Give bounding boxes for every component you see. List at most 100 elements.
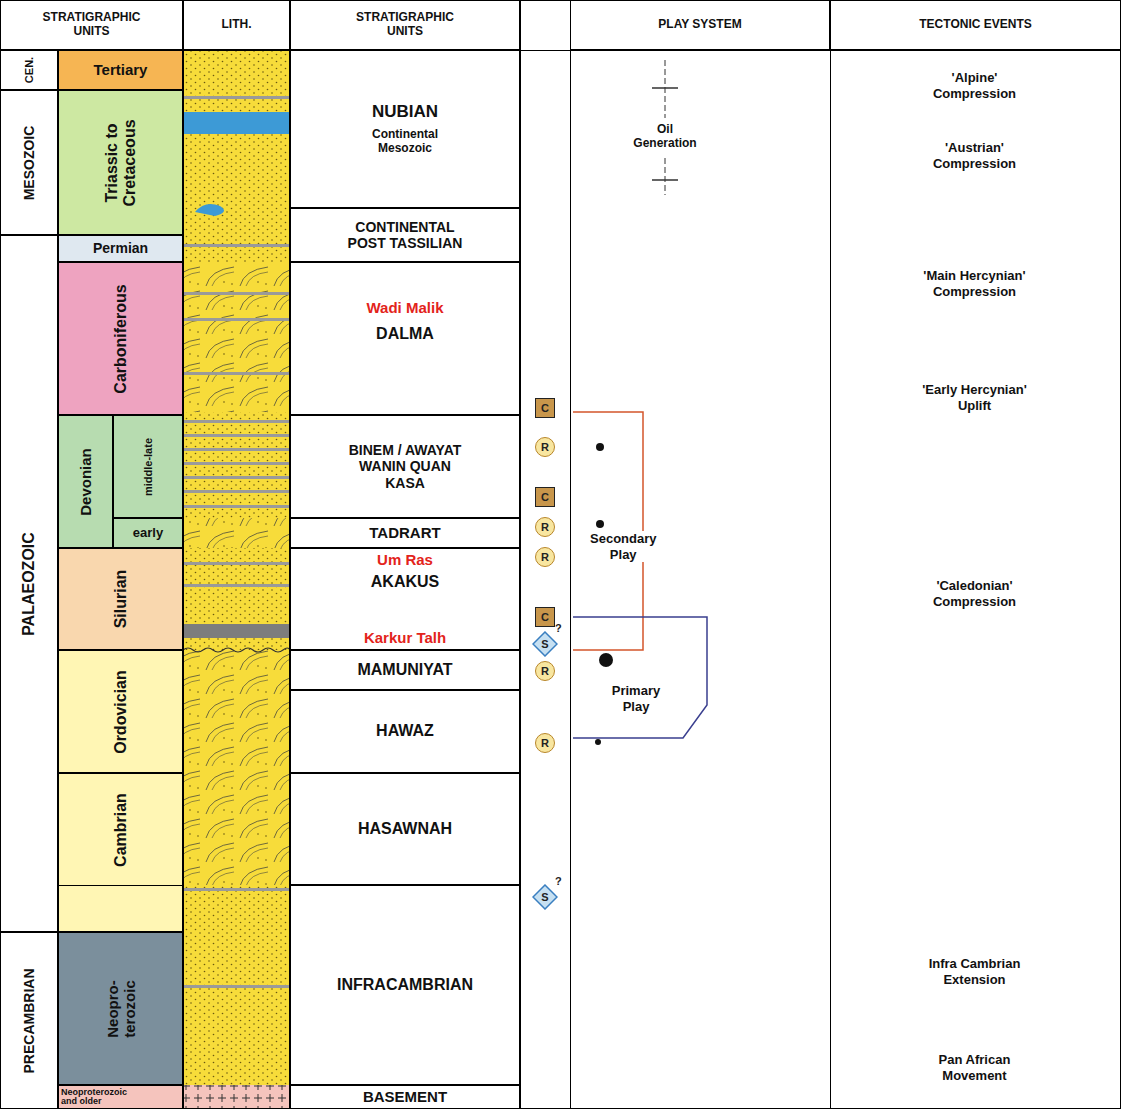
header-cell: STRATIGRAPHIC UNITS (0, 0, 183, 50)
lithology-column (183, 50, 290, 1109)
tectonic-event: 'Early Hercynian' Uplift (912, 382, 1037, 413)
unit-label: BINEM / AWAYAT WANIN QUAN KASA (347, 442, 463, 490)
primary-play-bracket (573, 617, 707, 738)
red-field-name: Wadi Malik (291, 299, 519, 316)
formation-box: CONTINENTAL POST TASSILIAN (290, 208, 520, 262)
unit-label: HASAWNAH (358, 820, 452, 838)
reservoir-symbol: R (535, 517, 555, 537)
formation-box: INFRACAMBRIAN (290, 885, 520, 1085)
cap-rock-symbol: C (535, 607, 555, 627)
oil-generation-label: Oil Generation (625, 122, 705, 151)
symbol-letter: C (536, 491, 554, 504)
reservoir-symbol: R (535, 437, 555, 457)
unit-label: Tertiary (94, 61, 148, 78)
formation-box: TADRART (290, 518, 520, 548)
unit-label: BASEMENT (363, 1088, 447, 1105)
formation-box: HAWAZ (290, 690, 520, 773)
era-band: PALAEOZOIC (0, 235, 58, 932)
period-band: early (113, 518, 183, 548)
unit-label: PLAY SYSTEM (658, 18, 741, 32)
play-label: Primary Play (601, 683, 671, 714)
red-field-name: Karkur Talh (291, 629, 519, 646)
header-cell: PLAY SYSTEM (570, 0, 830, 50)
unit-label: TECTONIC EVENTS (919, 18, 1031, 32)
formation-box: Um RasAKAKUS Karkur Talh (290, 548, 520, 650)
period-band: Silurian (58, 548, 183, 650)
symbol-letter: R (536, 737, 554, 750)
symbol-letter: S (532, 638, 558, 651)
period-band: Neoproterozoic and older (58, 1085, 183, 1109)
formation-box: BINEM / AWAYAT WANIN QUAN KASA (290, 415, 520, 518)
unit-label: NUBIAN (372, 102, 438, 122)
rotated-label: PRECAMBRIAN (21, 935, 37, 1106)
reservoir-symbol: R (535, 547, 555, 567)
unit-label: AKAKUS (291, 573, 519, 591)
unit-label: early (133, 526, 163, 541)
period-band: Cambrian (58, 773, 183, 886)
rotated-label: Neopro- terozoic (103, 980, 138, 1038)
rotated-label: Cambrian (111, 776, 129, 883)
formation-box: HASAWNAH (290, 773, 520, 885)
symbol-letter: C (536, 611, 554, 624)
header-cell: LITH. (183, 0, 290, 50)
unit-label: TADRART (369, 524, 440, 541)
rotated-label: Devonian (77, 418, 94, 545)
unit-label: CONTINENTAL POST TASSILIAN (343, 219, 468, 251)
formation-box: BASEMENT (290, 1085, 520, 1109)
unit-label: MAMUNIYAT (357, 661, 452, 679)
era-band: PRECAMBRIAN (0, 932, 58, 1109)
rotated-label: Triassic to Cretaceous (102, 119, 139, 206)
unit-label: STRATIGRAPHIC UNITS (32, 11, 152, 39)
oil-show-dots (595, 443, 613, 745)
period-band: Triassic to Cretaceous (58, 90, 183, 235)
symbol-letter: R (536, 441, 554, 454)
source-rock-symbol: S? (532, 884, 558, 910)
question-mark: ? (555, 875, 562, 888)
era-band: CEN. (0, 50, 58, 90)
formation-box: Wadi MalikDALMA (290, 262, 520, 415)
rotated-label: Silurian (111, 551, 129, 647)
period-band: Ordovician (58, 650, 183, 773)
tectonic-event: 'Main Hercynian' Compression (912, 268, 1037, 299)
unit-label: Neoproterozoic and older (61, 1088, 141, 1107)
reservoir-symbol: R (535, 733, 555, 753)
tectonic-event: Pan African Movement (912, 1052, 1037, 1083)
tectonic-event: Infra Cambrian Extension (912, 956, 1037, 987)
tectonic-event: 'Austrian' Compression (912, 140, 1037, 171)
rotated-label: Carboniferous (111, 265, 129, 412)
tectonic-event: 'Alpine' Compression (912, 70, 1037, 101)
unit-label: Continental Mesozoic (372, 128, 438, 156)
formation-box: NUBIAN Continental Mesozoic (290, 50, 520, 208)
symbol-letter: R (536, 665, 554, 678)
red-field-name: Um Ras (291, 551, 519, 568)
symbol-letter: R (536, 551, 554, 564)
unit-label: STRATIGRAPHIC UNITS (345, 11, 465, 39)
unit-label: DALMA (291, 325, 519, 343)
era-band: MESOZOIC (0, 90, 58, 235)
period-band: Permian (58, 235, 183, 262)
period-band: Devonian (58, 415, 113, 548)
reservoir-symbol: R (535, 661, 555, 681)
header-cell: STRATIGRAPHIC UNITS (290, 0, 520, 50)
period-band (59, 886, 183, 932)
period-band: Neopro- terozoic (58, 932, 183, 1085)
unit-label: Permian (93, 240, 148, 256)
rotated-label: MESOZOIC (21, 93, 37, 232)
unit-label: HAWAZ (376, 722, 434, 740)
cap-rock-symbol: C (535, 398, 555, 418)
source-rock-symbol: S? (532, 631, 558, 657)
unit-label: LITH. (222, 18, 252, 32)
play-label: Secondary Play (590, 531, 656, 562)
tectonic-event: 'Caledonian' Compression (912, 578, 1037, 609)
period-band: middle-late (113, 415, 183, 518)
rotated-label: CEN. (23, 53, 36, 87)
period-band: Carboniferous (58, 262, 183, 415)
header-cell: TECTONIC EVENTS (830, 0, 1121, 50)
unit-label: INFRACAMBRIAN (337, 976, 473, 994)
cap-rock-symbol: C (535, 487, 555, 507)
symbol-letter: S (532, 891, 558, 904)
formation-box: MAMUNIYAT (290, 650, 520, 690)
period-band: Tertiary (58, 50, 183, 90)
